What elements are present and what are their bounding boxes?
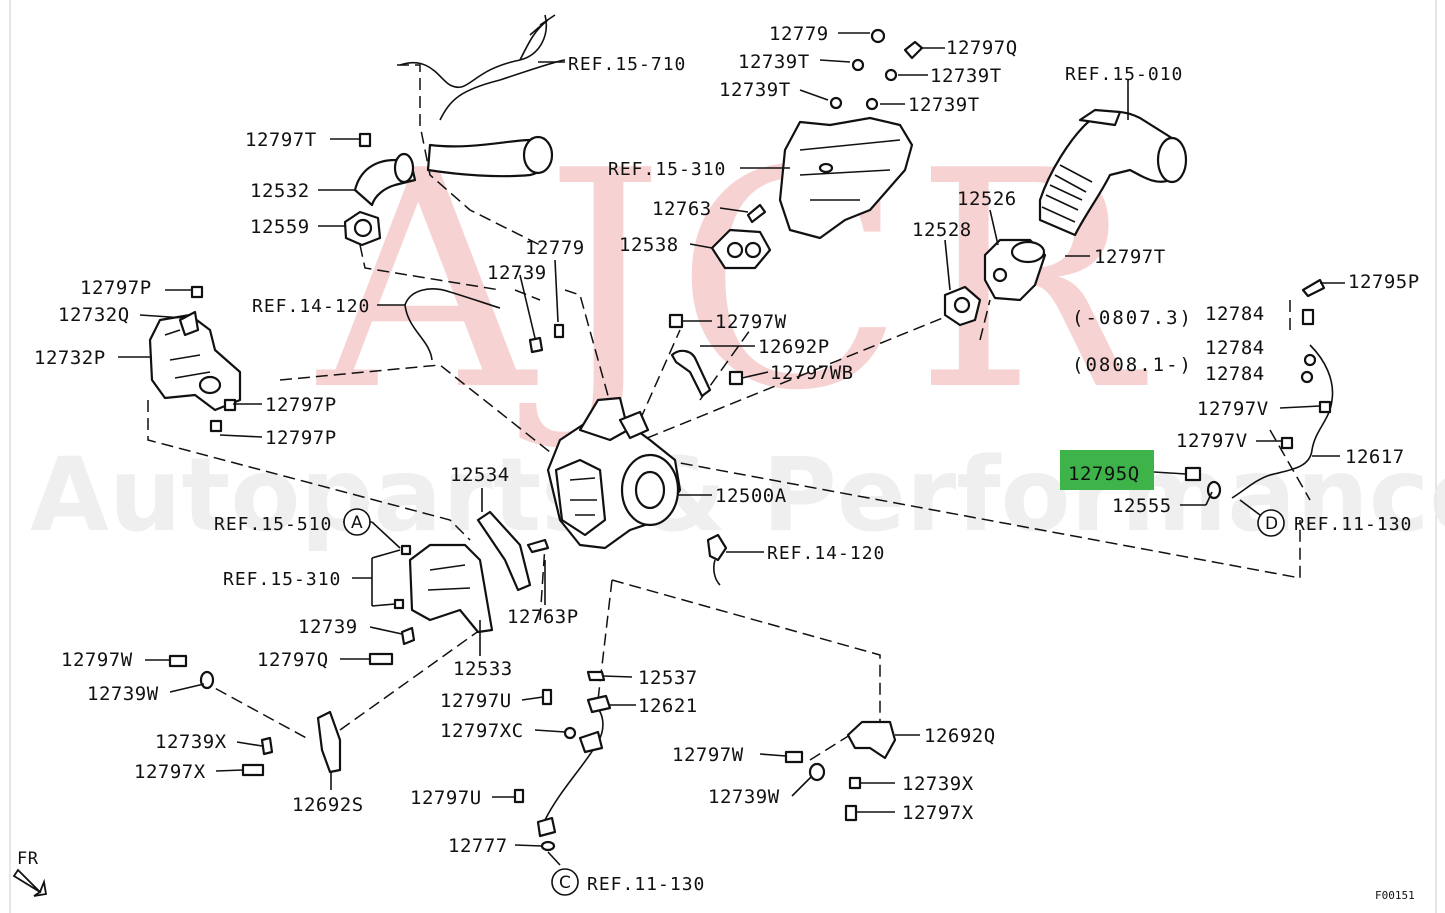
figure-code: F00151 xyxy=(1375,889,1415,902)
dashed-reference-lines xyxy=(147,64,1311,761)
label-12784-b: 12784 xyxy=(1205,337,1265,359)
label-12739W-left: 12739W xyxy=(87,683,159,705)
circle-marker-d: D xyxy=(1257,509,1285,537)
front-arrow-icon xyxy=(12,868,48,897)
label-12797P-top: 12797P xyxy=(80,277,152,299)
label-ref-11-130-bottom: REF.11-130 xyxy=(587,874,705,895)
label-12797Q-top: 12797Q xyxy=(946,37,1018,59)
label-12533: 12533 xyxy=(453,658,513,680)
label-12797P-a: 12797P xyxy=(265,394,337,416)
label-ref-11-130-right: REF.11-130 xyxy=(1294,514,1412,535)
label-12797T-a: 12797T xyxy=(245,129,317,151)
label-12537: 12537 xyxy=(638,667,698,689)
label-12739T-d: 12739T xyxy=(908,94,980,116)
circle-marker-a-label: A xyxy=(351,513,363,533)
label-12732P: 12732P xyxy=(34,347,106,369)
circle-marker-a: A xyxy=(343,508,371,536)
part-drawings xyxy=(148,14,1334,852)
highlight-box xyxy=(1060,450,1154,490)
label-12763: 12763 xyxy=(652,198,712,220)
label-12692P: 12692P xyxy=(758,336,830,358)
label-12739-b: 12739 xyxy=(298,616,358,638)
label-12797Q-left: 12797Q xyxy=(257,649,329,671)
label-ref-15-310-top: REF.15-310 xyxy=(608,159,726,180)
label-12779-top: 12779 xyxy=(769,23,829,45)
label-12739-a: 12739 xyxy=(487,262,547,284)
label-date-note-b: (0808.1-) xyxy=(1072,354,1193,376)
label-12797W-right: 12797W xyxy=(672,744,744,766)
label-12763P: 12763P xyxy=(507,606,579,628)
label-12797V-b: 12797V xyxy=(1176,430,1248,452)
label-12797T-b: 12797T xyxy=(1094,246,1166,268)
label-12732Q: 12732Q xyxy=(58,304,130,326)
label-12784-c: 12784 xyxy=(1205,363,1265,385)
label-12797P-b: 12797P xyxy=(265,427,337,449)
label-12797V-a: 12797V xyxy=(1197,398,1269,420)
label-12797X-left: 12797X xyxy=(134,761,206,783)
front-direction-indicator: FR xyxy=(12,849,48,897)
label-12797XC: 12797XC xyxy=(440,720,524,742)
part-labels: 12779 12739T 12797Q 12739T 12739T 12739T… xyxy=(34,23,1420,895)
label-12500A: 12500A xyxy=(715,485,787,507)
label-12534: 12534 xyxy=(450,464,510,486)
label-12555: 12555 xyxy=(1112,495,1172,517)
label-12692S: 12692S xyxy=(292,794,364,816)
label-ref-14-120-right: REF.14-120 xyxy=(767,543,885,564)
label-12777: 12777 xyxy=(448,835,508,857)
label-12559: 12559 xyxy=(250,216,310,238)
label-12797U-b: 12797U xyxy=(410,787,482,809)
label-12739X-left: 12739X xyxy=(155,731,227,753)
label-12528: 12528 xyxy=(912,219,972,241)
label-12739X-right: 12739X xyxy=(902,773,974,795)
label-12784-a: 12784 xyxy=(1205,303,1265,325)
label-ref-15-310-left: REF.15-310 xyxy=(223,569,341,590)
label-ref-15-710: REF.15-710 xyxy=(568,54,686,75)
circle-marker-c: C xyxy=(551,868,579,896)
label-12797U-a: 12797U xyxy=(440,690,512,712)
label-12617: 12617 xyxy=(1345,446,1405,468)
label-12526: 12526 xyxy=(957,188,1017,210)
label-ref-14-120-left: REF.14-120 xyxy=(252,296,370,317)
circle-marker-d-label: D xyxy=(1265,514,1278,534)
front-label: FR xyxy=(17,849,39,869)
label-12779-mid: 12779 xyxy=(525,237,585,259)
label-12621: 12621 xyxy=(638,695,698,717)
label-12739W-right: 12739W xyxy=(708,786,780,808)
label-ref-15-510: REF.15-510 xyxy=(214,514,332,535)
label-ref-15-010: REF.15-010 xyxy=(1065,64,1183,85)
label-12797WB: 12797WB xyxy=(770,362,854,384)
label-12797X-right: 12797X xyxy=(902,802,974,824)
label-12797W-mid: 12797W xyxy=(715,311,787,333)
leader-lines xyxy=(118,32,1345,866)
circle-marker-c-label: C xyxy=(559,873,571,893)
label-12739T-b: 12739T xyxy=(930,65,1002,87)
label-12795Q: 12795Q xyxy=(1068,463,1140,485)
label-12532: 12532 xyxy=(250,180,310,202)
label-12538: 12538 xyxy=(619,234,679,256)
label-date-note-a: (-0807.3) xyxy=(1072,307,1193,329)
label-12797W-left: 12797W xyxy=(61,649,133,671)
label-12739T-c: 12739T xyxy=(719,79,791,101)
label-12795P: 12795P xyxy=(1348,271,1420,293)
label-12692Q: 12692Q xyxy=(924,725,996,747)
label-12739T-a: 12739T xyxy=(738,51,810,73)
